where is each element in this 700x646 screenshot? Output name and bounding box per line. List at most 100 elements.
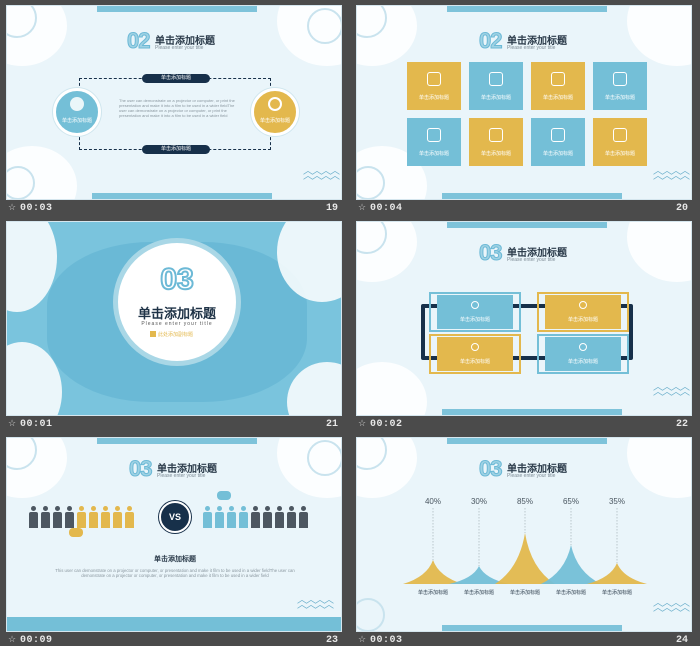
icon-tile-label: 单击添加标题 — [542, 151, 573, 157]
peak-percent-label: 30% — [471, 497, 487, 506]
globe-icon — [70, 97, 84, 111]
swirl-ornament — [357, 598, 385, 631]
swirl-ornament — [357, 6, 387, 38]
slide-number: 20 — [675, 203, 688, 214]
wave-ornament: ︿︿︿︿︿︿︿︿ — [303, 166, 340, 182]
slide-duration: 00:04 — [370, 203, 403, 214]
wave-ornament: ︿︿︿︿︿︿︿︿ — [653, 598, 690, 614]
person-head — [301, 506, 306, 511]
swirl-ornament — [7, 438, 37, 470]
slide-duration: 00:09 — [20, 635, 53, 646]
slide-title: 单击添加标题 — [157, 464, 217, 475]
slide-duration: 00:03 — [20, 203, 53, 214]
swirl-ornament — [7, 6, 37, 38]
person-icon — [65, 506, 74, 528]
slide-thumb-19[interactable]: ︿︿︿︿︿︿︿︿ 02 单击添加标题 Please enter your tit… — [6, 5, 342, 217]
person-head — [127, 506, 132, 511]
person-body — [77, 512, 86, 528]
person-head — [217, 506, 222, 511]
bottom-strip — [442, 625, 622, 631]
peak-chart: 40%单击添加标题30%单击添加标题85%单击添加标题65%单击添加标题35%单… — [403, 497, 647, 596]
palette-icon — [427, 72, 441, 86]
icon-tile-label: 单击添加标题 — [418, 151, 449, 157]
icon-tile: 单击添加标题 — [531, 118, 585, 166]
swirl-ornament — [357, 222, 387, 254]
person-body — [125, 512, 134, 528]
icon-tile: 单击添加标题 — [469, 118, 523, 166]
slide-duration: 00:01 — [20, 419, 53, 430]
clock-icon — [579, 343, 587, 351]
slide-thumb-21[interactable]: 03 单击添加标题 Please enter your title 此处添加副标… — [6, 221, 342, 433]
cycle-box-4: 单击添加标题 — [545, 337, 621, 371]
bottom-strip — [92, 193, 272, 199]
person-icon — [275, 506, 284, 528]
person-body — [215, 512, 224, 528]
section-number: 02 — [126, 28, 151, 54]
cycle-box-2: 单击添加标题 — [545, 295, 621, 329]
compass-icon — [268, 97, 282, 111]
section-number: 03 — [478, 456, 503, 482]
person-icon — [239, 506, 248, 528]
peak-shape — [587, 563, 647, 584]
slide-thumb-23[interactable]: ︿︿︿︿︿︿︿︿ 03 单击添加标题 Please enter your tit… — [6, 437, 342, 646]
person-icon — [29, 506, 38, 528]
globe-icon — [471, 343, 479, 351]
icon-tile: 单击添加标题 — [469, 62, 523, 110]
slide-number: 23 — [325, 635, 338, 646]
top-strip — [447, 438, 607, 444]
peak-percent-label: 40% — [425, 497, 441, 506]
person-icon — [287, 506, 296, 528]
person-head — [289, 506, 294, 511]
person-icon — [89, 506, 98, 528]
thumb-footer: ☆ 00:02 22 — [356, 416, 692, 433]
slide-subtitle: Please enter your title — [507, 473, 556, 479]
slide-thumb-24[interactable]: ︿︿︿︿︿︿︿︿ 03 单击添加标题 Please enter your tit… — [356, 437, 692, 646]
cycle-box-1: 单击添加标题 — [437, 295, 513, 329]
cycle-box-label: 单击添加标题 — [567, 359, 598, 365]
person-body — [227, 512, 236, 528]
right-circle-label: 单击添加标题 — [259, 118, 290, 124]
slide-title: 单击添加标题 — [155, 36, 215, 47]
chart-icon — [489, 128, 503, 142]
box-outline — [429, 334, 521, 374]
star-icon: ☆ — [358, 635, 367, 645]
person-body — [41, 512, 50, 528]
slide-thumb-22[interactable]: ︿︿︿︿︿︿︿︿ 03 单击添加标题 Please enter your tit… — [356, 221, 692, 433]
icon-tile-label: 单击添加标题 — [480, 151, 511, 157]
cycle-box-label: 单击添加标题 — [459, 317, 490, 323]
slide-title: 单击添加标题 — [137, 306, 216, 321]
slide-subtitle: Please enter your title — [155, 45, 204, 51]
star-icon: ☆ — [8, 419, 17, 429]
slide-canvas: ︿︿︿︿︿︿︿︿ 02 单击添加标题 Please enter your tit… — [6, 5, 342, 200]
slide-number: 21 — [325, 419, 338, 430]
section-number: 02 — [478, 28, 503, 54]
person-body — [29, 512, 38, 528]
top-strip — [447, 6, 607, 12]
cycle-box-label: 单击添加标题 — [459, 359, 490, 365]
hourglass-icon — [551, 72, 565, 86]
peak-category-label: 单击添加标题 — [510, 589, 540, 596]
cycle-frame — [421, 304, 633, 360]
top-strip — [447, 222, 607, 228]
body-text: This user can demonstrate on a projector… — [55, 568, 295, 578]
person-head — [115, 506, 120, 511]
thumb-footer: ☆ 00:03 19 — [6, 200, 342, 217]
slide-canvas: ︿︿︿︿︿︿︿︿ 03 单击添加标题 Please enter your tit… — [356, 437, 692, 632]
thumb-footer: ☆ 00:04 20 — [356, 200, 692, 217]
person-icon — [251, 506, 260, 528]
title-circle: 03 单击添加标题 Please enter your title 此处添加副标… — [113, 238, 241, 366]
person-icon — [53, 506, 62, 528]
star-icon: ☆ — [8, 203, 17, 213]
left-circle: 单击添加标题 — [53, 88, 101, 136]
bottom-band — [7, 617, 341, 631]
slide-thumb-20[interactable]: ︿︿︿︿︿︿︿︿ 02 单击添加标题 Please enter your tit… — [356, 5, 692, 217]
section-number: 03 — [478, 240, 503, 266]
icon-tile-label: 单击添加标题 — [542, 95, 573, 101]
cycle-box-3: 单击添加标题 — [437, 337, 513, 371]
wave-ornament: ︿︿︿︿︿︿︿︿ — [653, 166, 690, 182]
person-head — [229, 506, 234, 511]
person-body — [239, 512, 248, 528]
bottom-strip — [442, 193, 622, 199]
slide-header: 03 单击添加标题 Please enter your title — [357, 240, 691, 266]
icon-tile-label: 单击添加标题 — [604, 151, 635, 157]
